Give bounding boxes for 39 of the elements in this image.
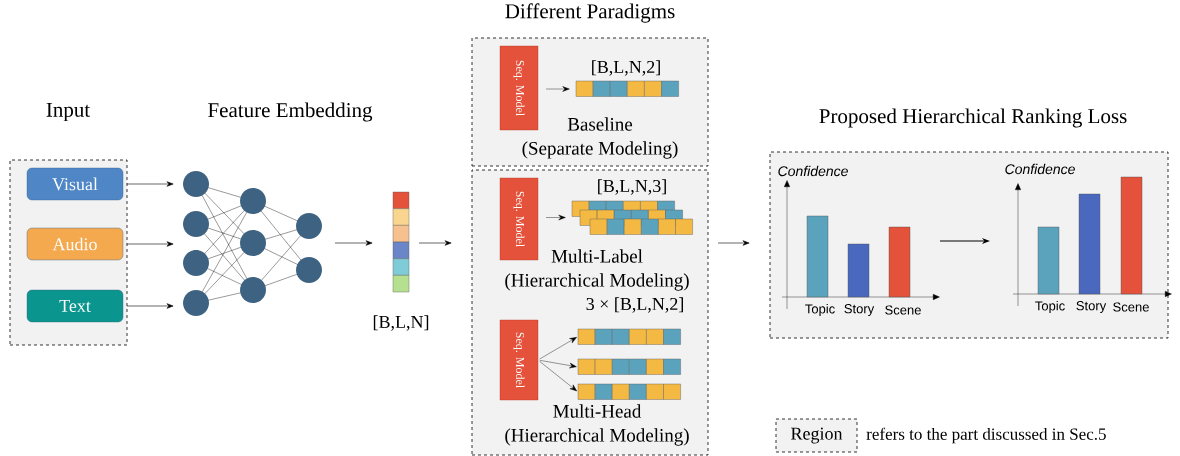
- arrow: [126, 181, 174, 187]
- axis-label: Story: [844, 304, 875, 316]
- shape-label: 3 × [B,L,N,2]: [586, 297, 683, 313]
- model-box: Seq. Model: [499, 177, 539, 261]
- axis-title: Confidence: [1005, 163, 1075, 175]
- arrow: [539, 360, 577, 369]
- neural-network-drawing: [183, 171, 322, 316]
- heading: Feature Embedding: [208, 102, 373, 122]
- arrow: [418, 240, 452, 246]
- axis-label: Topic: [805, 303, 835, 317]
- input-box: Text: [26, 289, 124, 323]
- heading: Different Paradigms: [505, 3, 675, 23]
- heading: Input: [46, 102, 91, 122]
- arrow: [126, 303, 174, 309]
- arrow: [545, 86, 570, 92]
- model-box: Seq. Model: [499, 45, 539, 131]
- arrow: [126, 241, 174, 247]
- axis-label: Scene: [1113, 302, 1149, 312]
- arrow: [539, 361, 577, 392]
- arrow: [717, 240, 750, 246]
- region-label: Multi-Head (Hierarchical Modeling): [505, 404, 689, 446]
- axis-label: Topic: [1035, 300, 1065, 314]
- shape-label: [B,L,N,2]: [592, 60, 660, 76]
- region-box: Region: [775, 418, 858, 453]
- note: refers to the part discussed in Sec.5: [866, 427, 1106, 444]
- arrow: [334, 240, 373, 246]
- shape-label: [B,L,N,3]: [598, 179, 666, 195]
- heading: Proposed Hierarchical Ranking Loss: [819, 108, 1127, 128]
- model-box: Seq. Model: [499, 319, 539, 401]
- input-box: Visual: [26, 167, 124, 201]
- vector-drawing: [577, 383, 681, 400]
- axis-label: Scene: [885, 305, 921, 315]
- axis-title: Confidence: [778, 165, 848, 177]
- input-box: Audio: [26, 227, 124, 261]
- arrow: [539, 337, 577, 360]
- shape-label: [B,L,N]: [373, 315, 429, 331]
- vector-drawing: [577, 358, 681, 375]
- axis-label: Story: [1076, 301, 1107, 313]
- arrow: [545, 214, 566, 221]
